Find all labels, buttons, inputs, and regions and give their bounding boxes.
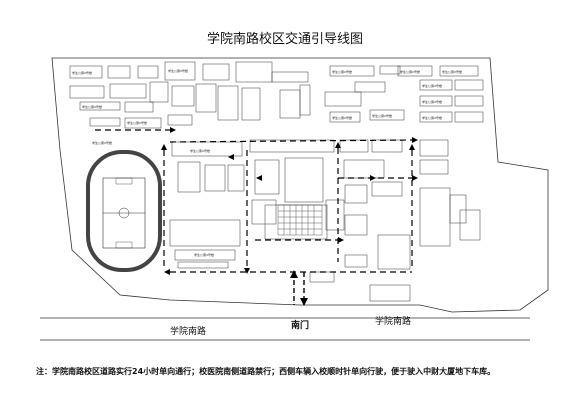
central-buildings bbox=[169, 139, 481, 302]
campus-boundary bbox=[51, 57, 549, 313]
building-label: 学生公寓X号楼 bbox=[190, 148, 210, 153]
arrow-head bbox=[338, 237, 344, 243]
arrow-head bbox=[370, 175, 376, 181]
sports-field bbox=[86, 150, 162, 272]
south-gate-label: 南门 bbox=[291, 321, 310, 331]
building-label: 学生公寓X号楼 bbox=[422, 115, 442, 120]
building-label: 学生公寓X号楼 bbox=[168, 68, 188, 73]
arrow-head bbox=[290, 270, 298, 278]
arrow-head bbox=[256, 175, 262, 181]
road-label-south-left: 学院南路 bbox=[170, 327, 207, 337]
building-label: 学生公寓X号楼 bbox=[92, 140, 112, 145]
building-label: 学生公寓X号楼 bbox=[422, 99, 442, 104]
traffic-note: 注：学院南路校区道路实行24小时单向通行；校医院南侧道路禁行；西侧车辆入校顺时针… bbox=[36, 367, 496, 376]
building-labels: 学生公寓X号楼 学生公寓X号楼 学生公寓X号楼 学生公寓X号楼 学生公寓X号楼 … bbox=[72, 68, 462, 257]
arrow-head bbox=[164, 269, 170, 275]
arrow-head bbox=[300, 298, 308, 306]
building-label: 学生公寓X号楼 bbox=[72, 70, 92, 75]
arrow-head bbox=[409, 144, 415, 150]
building-label: 学生公寓X号楼 bbox=[332, 115, 352, 120]
arrow-head bbox=[412, 137, 418, 143]
arrow-head bbox=[170, 127, 176, 133]
building-label: 学生公寓X号楼 bbox=[422, 83, 442, 88]
building-label: 学生公寓X号楼 bbox=[372, 113, 392, 118]
building-label: 学生公寓X号楼 bbox=[82, 104, 102, 109]
south-road bbox=[40, 317, 530, 341]
main-building-grid bbox=[277, 204, 323, 236]
arrow-head bbox=[335, 142, 341, 148]
building-label: 学生公寓X号楼 bbox=[194, 252, 214, 257]
arrow-head bbox=[161, 144, 167, 150]
building-label: 学生公寓X号楼 bbox=[127, 120, 147, 125]
building-label: 学生公寓X号楼 bbox=[332, 69, 352, 74]
traffic-arrows bbox=[95, 127, 418, 306]
north-buildings bbox=[69, 61, 484, 129]
road-label-south-right: 学院南路 bbox=[375, 317, 412, 327]
arrow-head bbox=[228, 154, 234, 160]
building-label: 学生公寓X号楼 bbox=[400, 69, 420, 74]
map-title: 学院南路校区交通引导线图 bbox=[206, 32, 363, 47]
arrow-head bbox=[244, 268, 250, 274]
building-label: 学生公寓X号楼 bbox=[442, 69, 462, 74]
arrow-head bbox=[412, 175, 418, 181]
